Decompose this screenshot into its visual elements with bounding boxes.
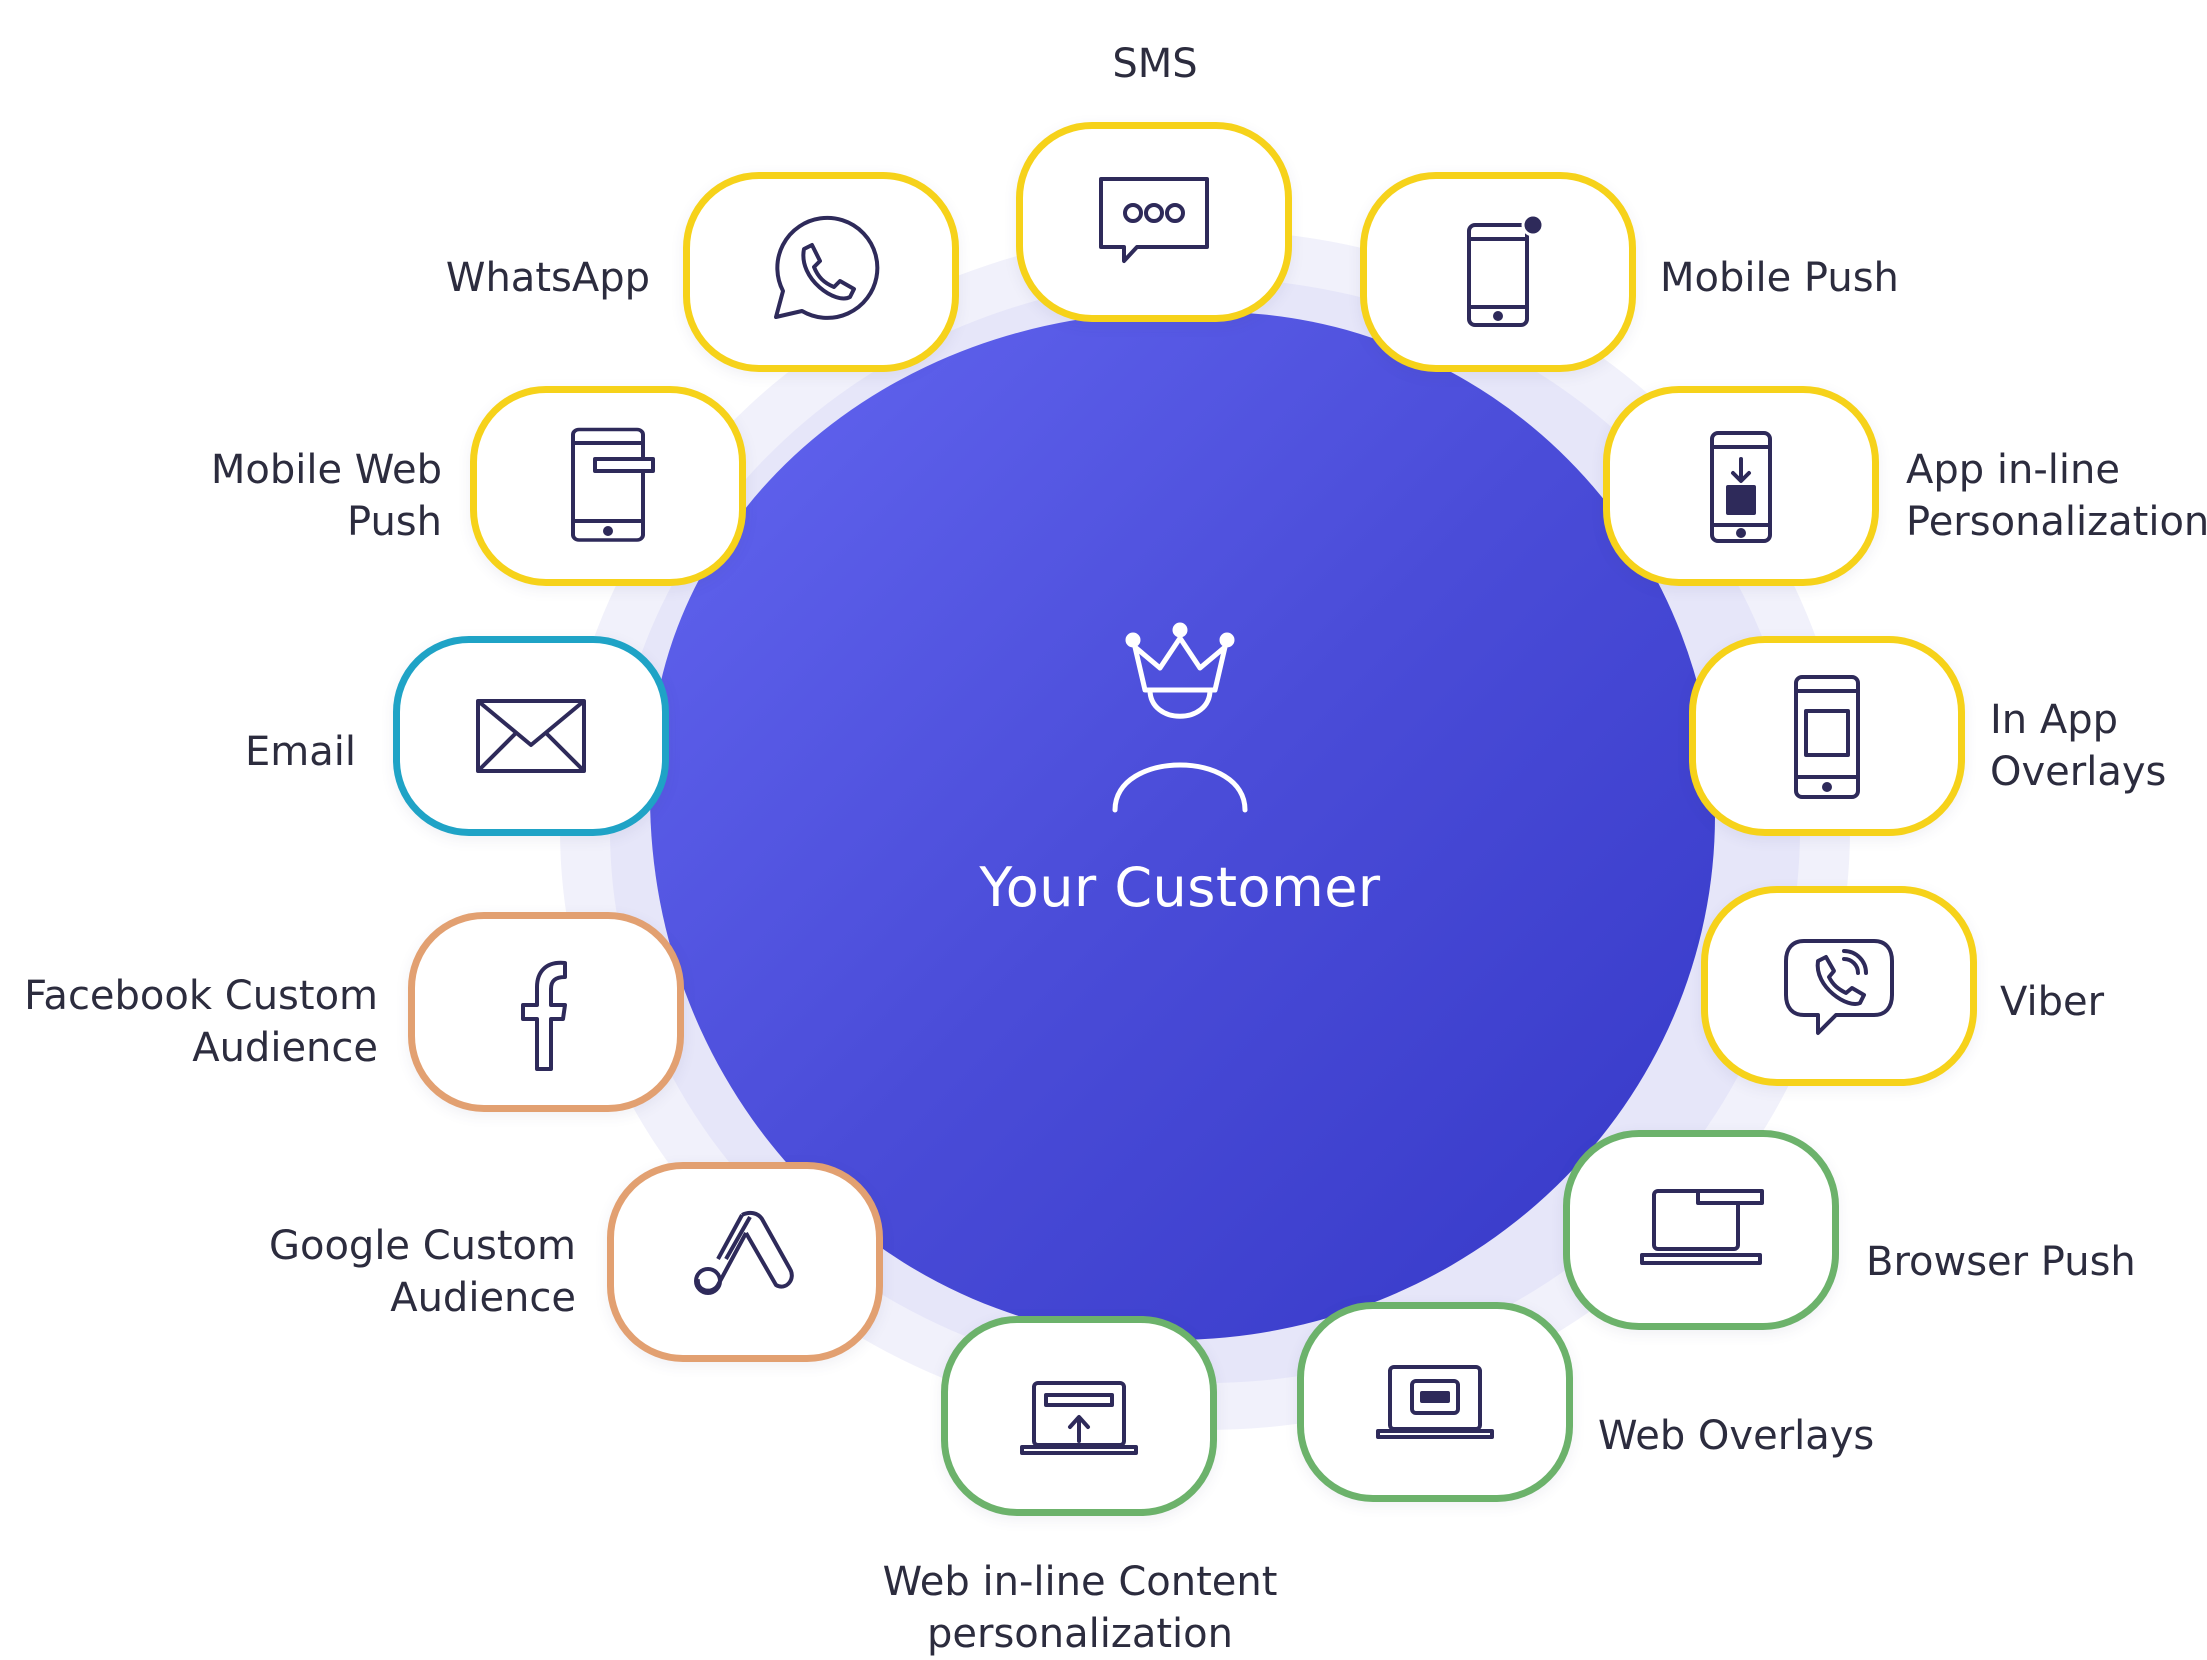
web-overlays-label: Web Overlays <box>1598 1410 1898 1462</box>
envelope-icon <box>476 699 586 773</box>
in-app-overlays-label: In App Overlays <box>1990 694 2200 798</box>
email-label-line-1: Email <box>245 729 356 775</box>
web-inline-label-line-1: Web in-line Content <box>882 1559 1278 1605</box>
app-inline-icon <box>1710 431 1772 543</box>
app-inline-node[interactable] <box>1603 386 1879 586</box>
web-overlays-label-line-1: Web Overlays <box>1598 1413 1875 1459</box>
email-node[interactable] <box>393 636 669 836</box>
app-inline-label-line-1: App in-line <box>1906 447 2120 493</box>
app-inline-label: App in-line Personalization <box>1906 444 2207 548</box>
facebook-label: Facebook Custom Audience <box>0 970 378 1074</box>
viber-label: Viber <box>2000 976 2180 1028</box>
google-ads-icon <box>694 1210 794 1295</box>
email-label: Email <box>150 726 356 778</box>
mobile-web-push-label-line-2: Push <box>347 499 442 545</box>
customer-center: Your Customer <box>880 620 1480 919</box>
browser-push-node[interactable] <box>1563 1130 1839 1330</box>
browser-push-icon <box>1640 1189 1764 1265</box>
mobile-push-node[interactable] <box>1360 172 1636 372</box>
sms-node[interactable] <box>1016 122 1292 322</box>
app-inline-label-line-2: Personalization <box>1906 499 2207 545</box>
mobile-push-label-line-1: Mobile Push <box>1660 255 1899 301</box>
google-label: Google Custom Audience <box>200 1220 576 1324</box>
sms-label: SMS <box>1010 38 1300 90</box>
sms-bubble-icon <box>1099 177 1209 263</box>
sms-label-line-1: SMS <box>1112 41 1198 87</box>
google-label-line-1: Google Custom <box>268 1223 576 1269</box>
whatsapp-label: WhatsApp <box>340 252 650 304</box>
in-app-overlays-label-line-1: In App <box>1990 697 2119 743</box>
browser-push-label: Browser Push <box>1866 1236 2166 1288</box>
browser-push-label-line-1: Browser Push <box>1866 1239 2136 1285</box>
web-inline-node[interactable] <box>941 1316 1217 1516</box>
facebook-label-line-2: Audience <box>192 1025 378 1071</box>
whatsapp-icon <box>774 215 880 320</box>
web-inline-icon <box>1020 1381 1138 1455</box>
crowned-person-icon <box>1112 622 1248 813</box>
mobile-web-push-label-line-1: Mobile Web <box>210 447 442 493</box>
center-label: Your Customer <box>979 856 1381 919</box>
google-node[interactable] <box>607 1162 883 1362</box>
google-label-line-2: Audience <box>390 1275 576 1321</box>
mobile-web-push-label: Mobile Web Push <box>120 444 442 548</box>
mobile-web-push-icon <box>571 427 655 542</box>
web-overlays-node[interactable] <box>1297 1302 1573 1502</box>
facebook-node[interactable] <box>408 912 684 1112</box>
mobile-notification-icon <box>1467 213 1545 327</box>
viber-label-line-1: Viber <box>2000 979 2105 1025</box>
in-app-overlays-label-line-2: Overlays <box>1990 749 2167 795</box>
mobile-push-label: Mobile Push <box>1660 252 1980 304</box>
facebook-label-line-1: Facebook Custom <box>24 973 378 1019</box>
whatsapp-label-line-1: WhatsApp <box>445 255 650 301</box>
web-overlay-icon <box>1376 1365 1494 1439</box>
whatsapp-node[interactable] <box>683 172 959 372</box>
mobile-web-push-node[interactable] <box>470 386 746 586</box>
viber-icon <box>1784 939 1894 1035</box>
web-inline-label-line-2: personalization <box>927 1611 1233 1657</box>
web-inline-label: Web in-line Content personalization <box>840 1556 1320 1660</box>
viber-node[interactable] <box>1701 886 1977 1086</box>
in-app-overlay-icon <box>1794 675 1860 799</box>
facebook-icon <box>521 960 567 1071</box>
in-app-overlays-node[interactable] <box>1689 636 1965 836</box>
